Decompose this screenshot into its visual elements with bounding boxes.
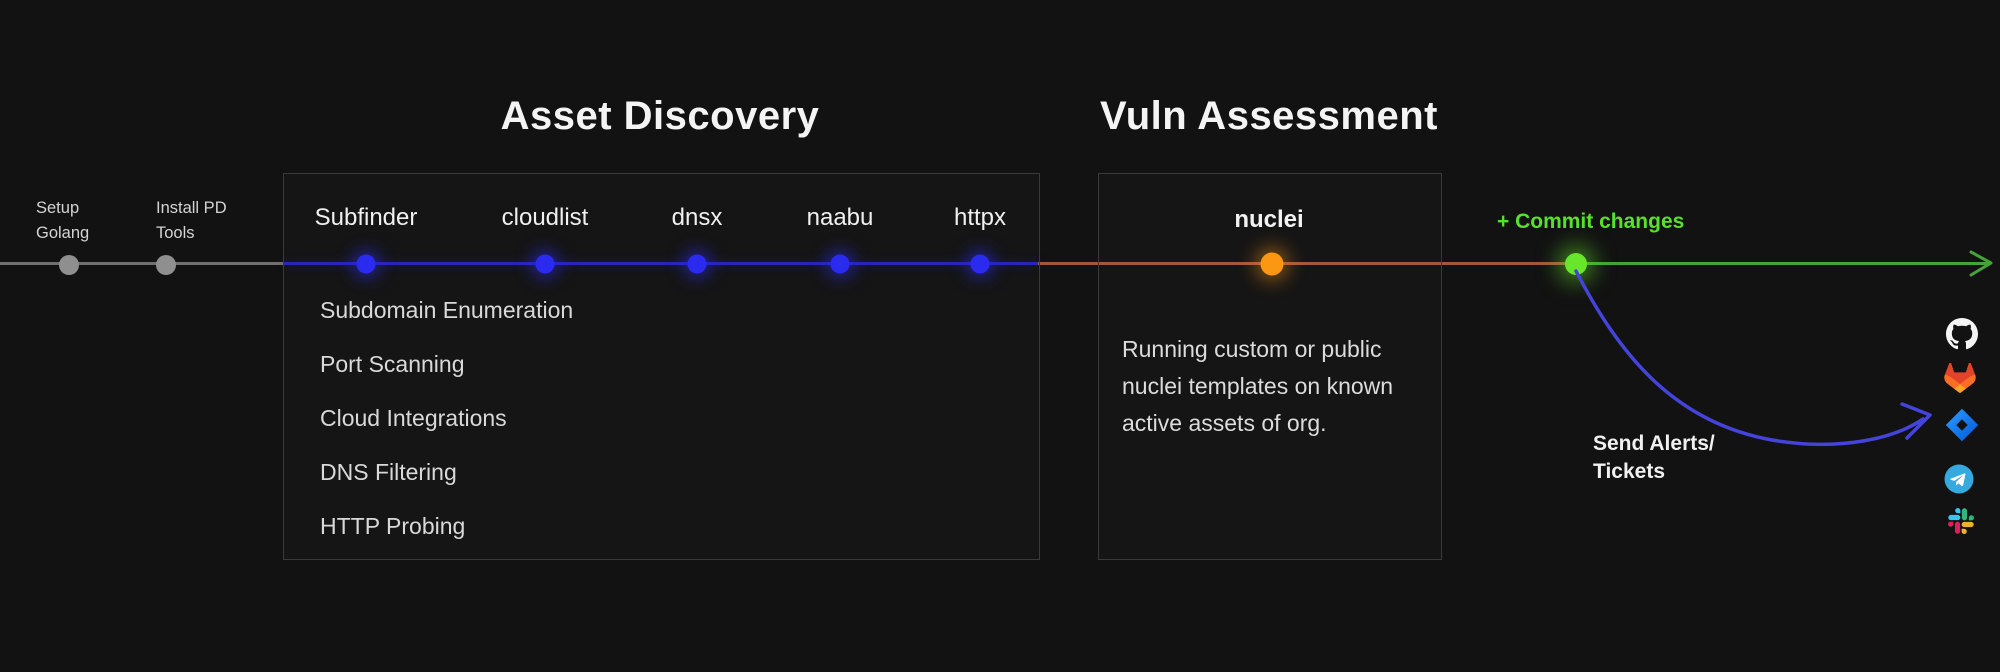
nuclei-description: Running custom or public nuclei template… (1122, 336, 1394, 436)
commit-changes-label: + Commit changes (1497, 210, 1685, 233)
capability-dns-filtering: DNS Filtering (320, 459, 457, 485)
send-alerts-label: Send Alerts/ Tickets (1593, 430, 1715, 486)
vuln-assessment-box (1098, 173, 1442, 560)
timeline-vuln-segment (1038, 262, 1576, 265)
timeline-discovery-segment (284, 262, 1038, 265)
step-label-line: Setup (36, 199, 80, 217)
alerts-curve-arrowhead (1900, 402, 1932, 440)
capability-port-scanning: Port Scanning (320, 351, 465, 377)
send-alerts-line: Send Alerts/ (1593, 432, 1715, 455)
tool-label-naabu: naabu (806, 204, 874, 231)
milestone-dot-naabu (830, 254, 850, 274)
step-install-pd-tools: Install PD Tools (156, 196, 227, 246)
alerts-curve-arrow (1574, 269, 1925, 447)
step-label-line: Install PD (156, 199, 227, 217)
tool-label-nuclei: nuclei (1234, 206, 1304, 233)
tool-label-subfinder: Subfinder (314, 204, 418, 231)
gitlab-icon (1944, 362, 1976, 393)
timeline-setup-segment (0, 262, 284, 265)
send-alerts-line: Tickets (1593, 460, 1665, 483)
milestone-dot-dnsx (687, 254, 707, 274)
tool-label-dnsx: dnsx (671, 204, 723, 231)
milestone-dot-subfinder (356, 254, 376, 274)
milestone-dot-install-pd (156, 255, 176, 275)
milestone-dot-httpx (970, 254, 990, 274)
step-setup-golang: Setup Golang (36, 196, 89, 246)
jira-icon (1944, 407, 1980, 443)
capability-cloud-integrations: Cloud Integrations (320, 405, 507, 431)
telegram-icon (1944, 464, 1974, 494)
step-label-line: Tools (156, 224, 195, 242)
vuln-assessment-title: Vuln Assessment (1100, 94, 1438, 138)
milestone-dot-setup-golang (59, 255, 79, 275)
milestone-dot-commit (1565, 253, 1587, 275)
asset-discovery-title: Asset Discovery (500, 94, 820, 138)
asset-discovery-box (283, 173, 1040, 560)
milestone-dot-nuclei (1260, 252, 1284, 276)
tool-label-cloudlist: cloudlist (501, 204, 589, 231)
slack-icon (1948, 508, 1974, 534)
timeline-output-segment (1576, 262, 1988, 265)
tool-label-httpx: httpx (953, 204, 1007, 231)
capability-http-probing: HTTP Probing (320, 513, 466, 539)
capability-subdomain-enumeration: Subdomain Enumeration (320, 297, 574, 323)
milestone-dot-cloudlist (535, 254, 555, 274)
step-label-line: Golang (36, 224, 90, 242)
github-icon (1946, 318, 1978, 350)
